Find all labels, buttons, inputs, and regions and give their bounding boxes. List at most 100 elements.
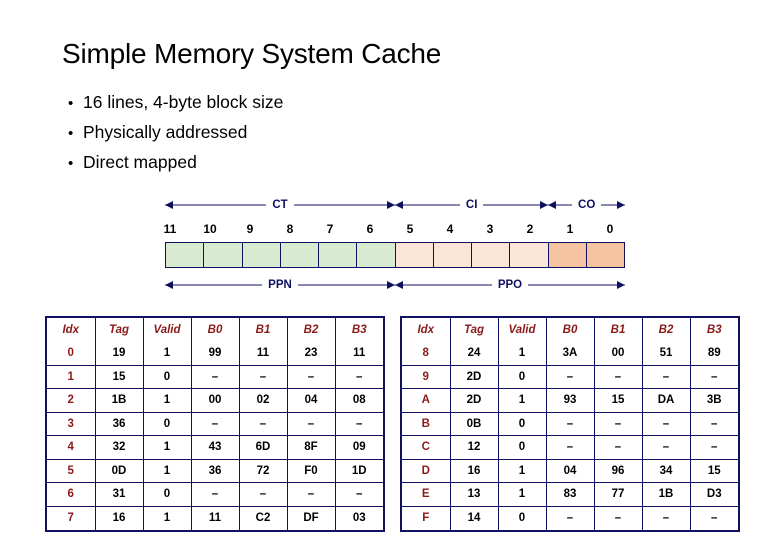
address-bit-cells xyxy=(165,242,625,268)
cache-cell-b1: – xyxy=(238,411,288,436)
field-span-arrow: PPO xyxy=(395,276,625,294)
cache-cell-b3: 11 xyxy=(334,341,383,366)
bullet-item-label: 16 lines, 4-byte block size xyxy=(83,92,284,112)
cache-cell-b0: – xyxy=(190,411,240,436)
cache-cell-b2: 51 xyxy=(641,341,691,366)
column-header-b1: B1 xyxy=(593,318,643,342)
bullet-item: •16 lines, 4-byte block size xyxy=(68,88,498,118)
cache-cell-tag: 0B xyxy=(449,411,499,436)
arrow-head-right-icon xyxy=(540,201,549,209)
cache-cell-b0: – xyxy=(545,411,595,436)
cache-cell-b0: 93 xyxy=(545,388,595,413)
arrow-head-left-icon xyxy=(395,201,403,209)
cache-cell-tag: 16 xyxy=(449,458,499,483)
cache-cell-tag: 16 xyxy=(94,505,144,530)
cache-cell-b0: – xyxy=(545,435,595,460)
address-bit-cell xyxy=(279,242,318,268)
cache-cell-b1: 6D xyxy=(238,435,288,460)
bullet-dot-icon: • xyxy=(68,155,74,172)
cache-cell-valid: 0 xyxy=(142,364,192,389)
cache-line-index: C xyxy=(402,435,451,460)
field-span-arrow: CO xyxy=(548,196,625,214)
cache-line-index: F xyxy=(402,505,451,530)
address-bit-cell xyxy=(356,242,395,268)
cache-cell-b0: 36 xyxy=(190,458,240,483)
cache-line-index: D xyxy=(402,458,451,483)
cache-line-index: 1 xyxy=(47,364,96,389)
cache-cell-tag: 2D xyxy=(449,364,499,389)
cache-cell-b0: 83 xyxy=(545,482,595,507)
cache-cell-b1: 00 xyxy=(593,341,643,366)
cache-cell-b3: – xyxy=(689,435,738,460)
cache-cell-b3: D3 xyxy=(689,482,738,507)
cache-cell-tag: 14 xyxy=(449,505,499,530)
cache-cell-b0: 11 xyxy=(190,505,240,530)
cache-cell-tag: 31 xyxy=(94,482,144,507)
cache-cell-b0: 04 xyxy=(545,458,595,483)
field-span-arrow: CI xyxy=(395,196,549,214)
column-header-b2: B2 xyxy=(641,318,691,342)
bullet-item: •Physically addressed xyxy=(68,118,498,148)
cache-line-index: 3 xyxy=(47,411,96,436)
field-label: PPO xyxy=(491,279,529,291)
column-header-b0: B0 xyxy=(545,318,595,342)
cache-cell-b2: 1B xyxy=(641,482,691,507)
cache-cell-tag: 0D xyxy=(94,458,144,483)
arrow-head-left-icon xyxy=(165,201,173,209)
cache-cell-valid: 1 xyxy=(142,341,192,366)
column-header-tag: Tag xyxy=(94,318,144,342)
field-span-arrow: PPN xyxy=(165,276,395,294)
cache-cell-valid: 0 xyxy=(497,364,547,389)
cache-cell-b3: 08 xyxy=(334,388,383,413)
cache-cell-valid: 1 xyxy=(142,435,192,460)
column-header-valid: Valid xyxy=(142,318,192,342)
bit-number-label: 6 xyxy=(366,222,374,236)
cache-cell-b0: – xyxy=(545,364,595,389)
cache-line-index: 9 xyxy=(402,364,451,389)
bullet-item: •Direct mapped xyxy=(68,148,498,178)
page-title: Simple Memory System Cache xyxy=(62,38,442,69)
cache-cell-tag: 12 xyxy=(449,435,499,460)
cache-cell-tag: 36 xyxy=(94,411,144,436)
cache-cell-b2: – xyxy=(286,364,336,389)
cache-line-index: 7 xyxy=(47,505,96,530)
cache-cell-b1: – xyxy=(593,505,643,530)
cache-cell-valid: 1 xyxy=(142,388,192,413)
cache-cell-b3: 15 xyxy=(689,458,738,483)
cache-cell-b1: – xyxy=(593,364,643,389)
cache-cell-valid: 1 xyxy=(142,505,192,530)
address-bit-cell xyxy=(432,242,471,268)
cache-line-index: A xyxy=(402,388,451,413)
cache-cell-b3: 03 xyxy=(334,505,383,530)
bit-number-label: 3 xyxy=(486,222,494,236)
cache-cell-tag: 24 xyxy=(449,341,499,366)
cache-cell-valid: 0 xyxy=(142,482,192,507)
cache-cell-b2: F0 xyxy=(286,458,336,483)
arrow-head-left-icon xyxy=(165,281,173,289)
address-bit-cell xyxy=(241,242,280,268)
cache-cell-valid: 1 xyxy=(142,458,192,483)
cache-line-index: 4 xyxy=(47,435,96,460)
column-header-b0: B0 xyxy=(190,318,240,342)
address-bit-cell xyxy=(471,242,510,268)
address-bit-cell xyxy=(165,242,204,268)
bit-number-label: 8 xyxy=(286,222,294,236)
cache-cell-tag: 2D xyxy=(449,388,499,413)
field-label: PPN xyxy=(262,279,298,291)
cache-line-index: 6 xyxy=(47,482,96,507)
bit-number-label: 9 xyxy=(246,222,254,236)
column-header-idx: Idx xyxy=(47,318,96,342)
bit-number-label: 2 xyxy=(526,222,534,236)
